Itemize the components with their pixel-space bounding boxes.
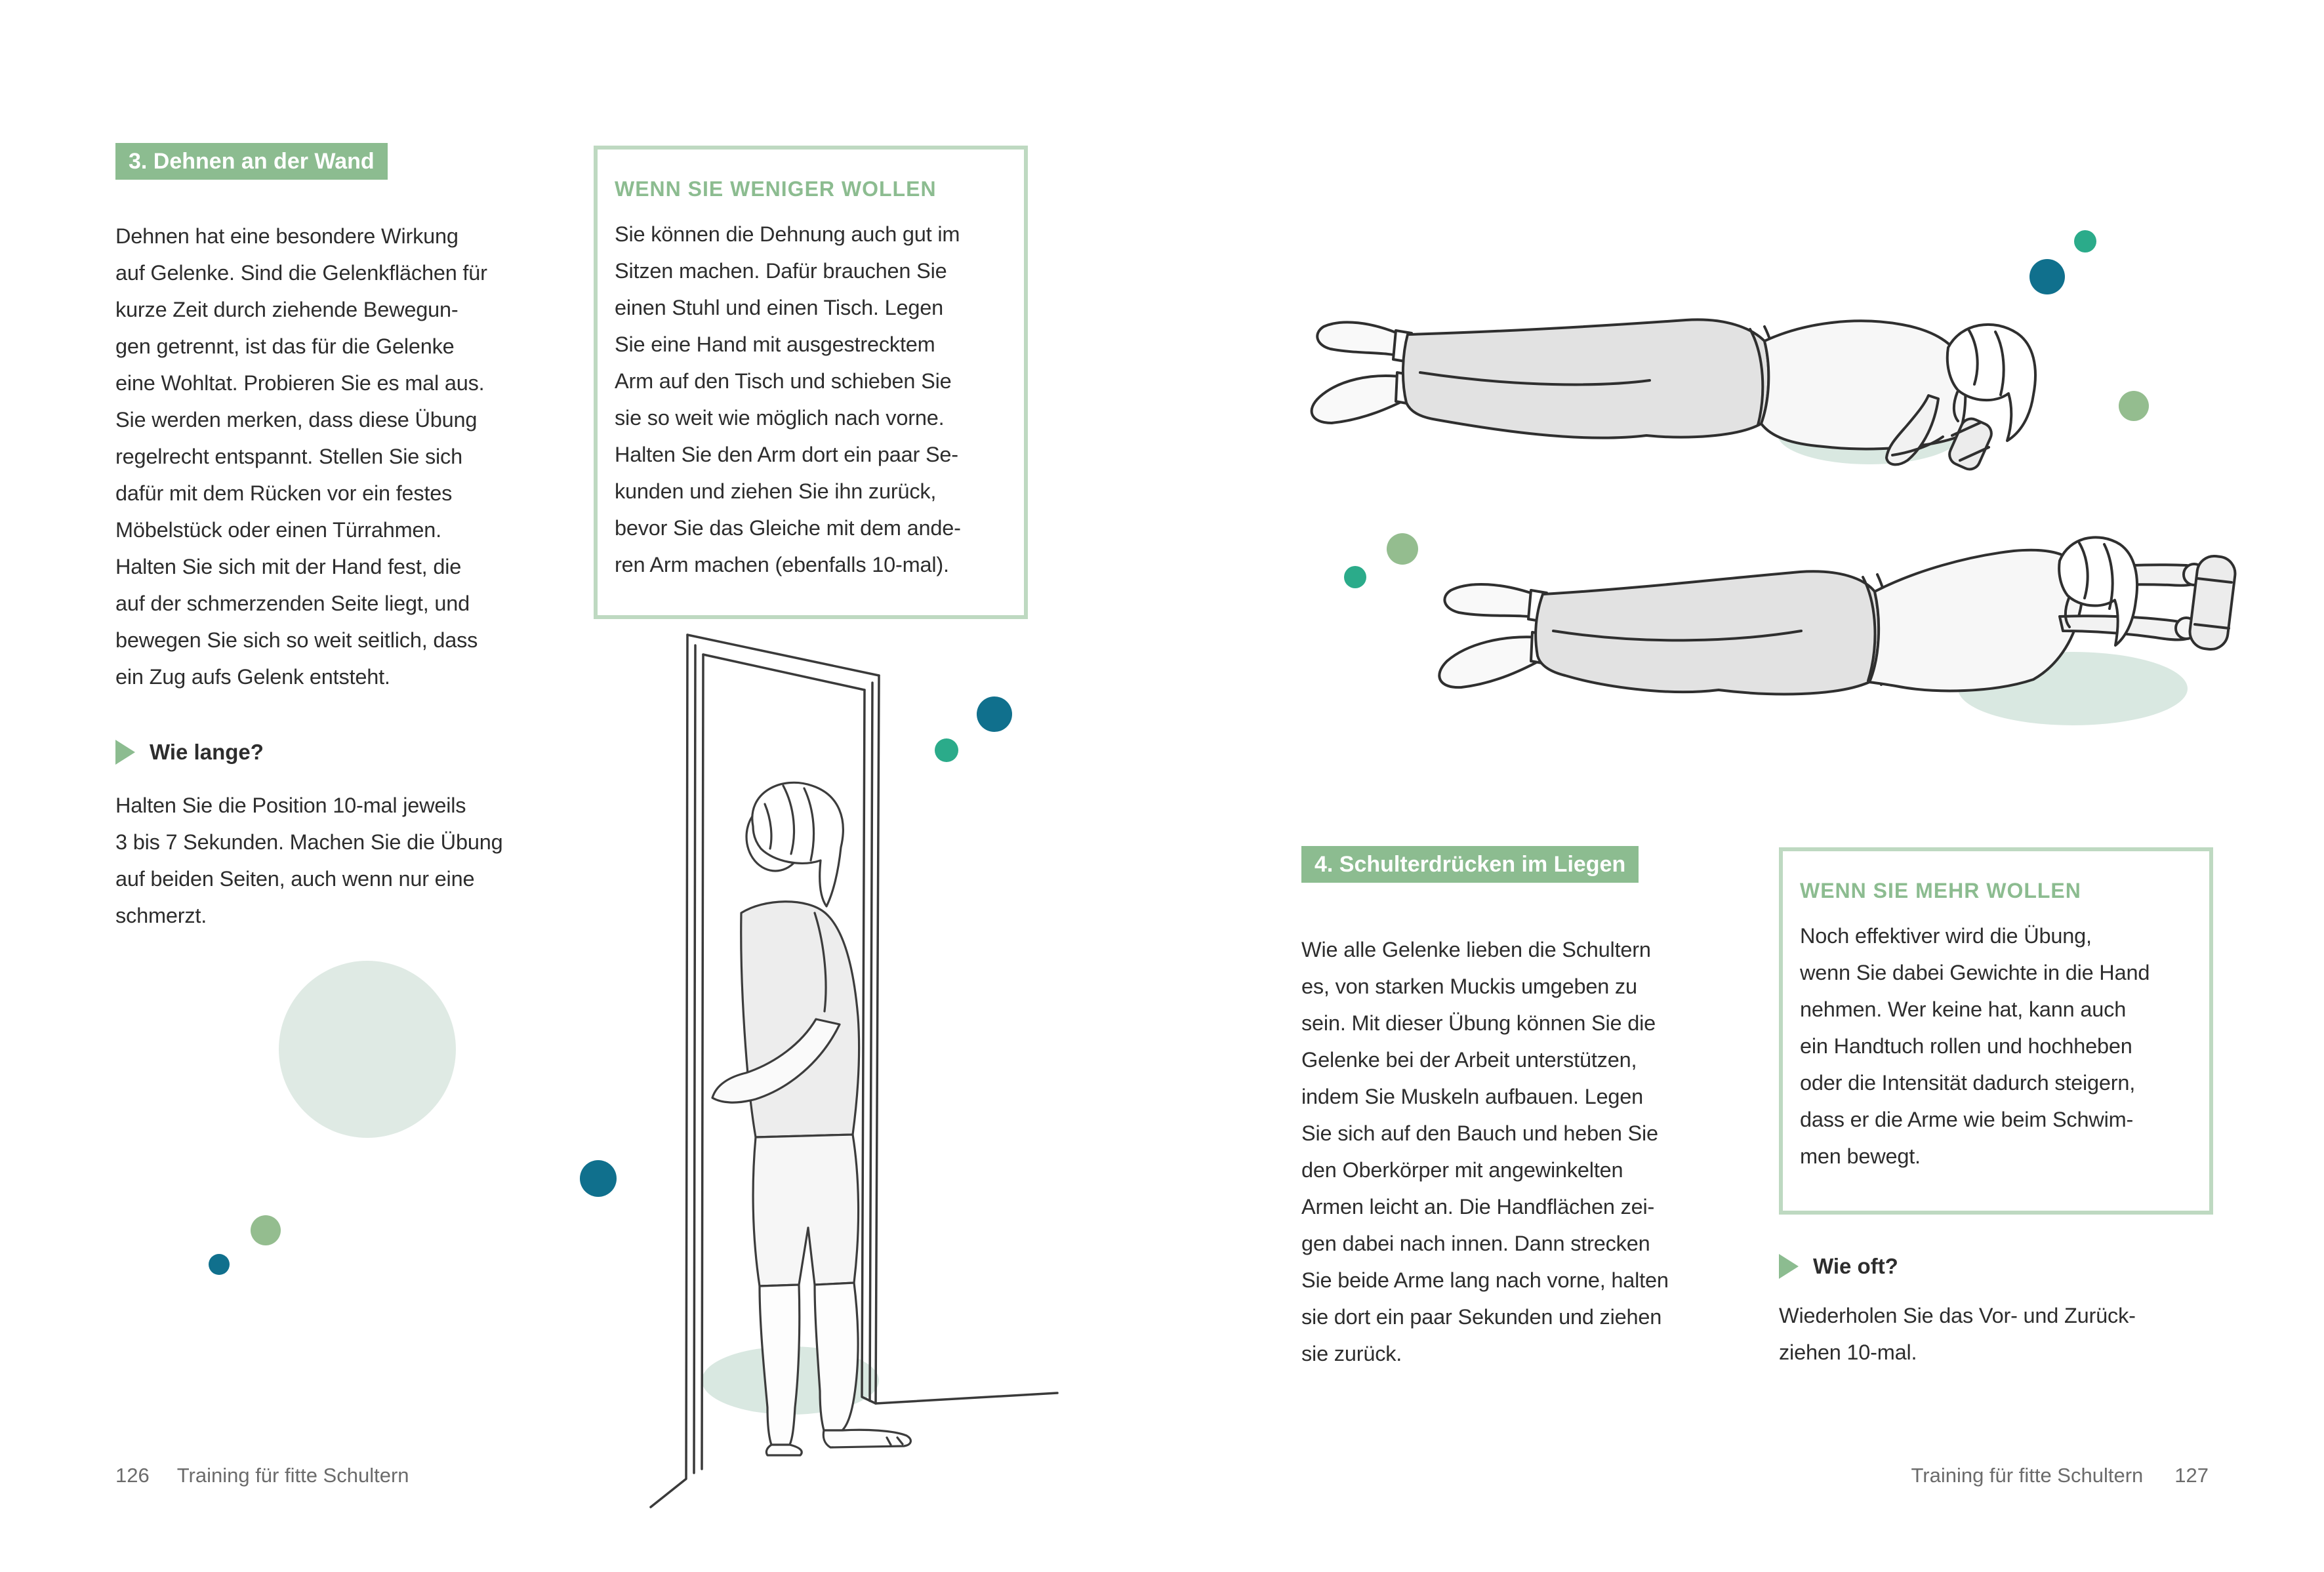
how-long-text: Halten Sie die Position 10-mal jeweils 3…: [115, 794, 503, 927]
exercise-3-intro-text: Dehnen hat eine besondere Wirkung auf Ge…: [115, 224, 487, 689]
decor-circle-mint-large: [279, 961, 456, 1138]
page-number: 127: [2174, 1464, 2209, 1487]
less-intensity-infobox-title: WENN SIE WENIGER WOLLEN: [615, 177, 937, 201]
prone-press-arms-extended-illustration: [1404, 525, 2237, 725]
decor-dot-emerald-door: [935, 738, 958, 762]
exercise-3-badge: 3. Dehnen an der Wand: [115, 143, 388, 180]
door-stretch-illustration: [643, 616, 1063, 1508]
decor-dot-emerald-top: [2074, 230, 2096, 252]
decor-dot-sage: [251, 1215, 281, 1245]
decor-dot-teal-top: [2029, 259, 2065, 294]
triangle-bullet-icon: [1779, 1254, 1799, 1279]
how-long-heading: Wie lange?: [115, 740, 264, 765]
decor-dot-sage-mid: [1387, 533, 1418, 565]
exercise-4-badge: 4. Schulterdrücken im Liegen: [1301, 846, 1639, 883]
page-footer-left: 126 Training für fitte Schultern: [115, 1464, 409, 1487]
decor-dot-teal-door: [977, 696, 1012, 732]
exercise-4-body-text: Wie alle Gelenke lieben die Schultern es…: [1301, 938, 1669, 1365]
more-intensity-infobox-title: WENN SIE MEHR WOLLEN: [1800, 879, 2081, 902]
decor-dot-teal: [580, 1160, 617, 1197]
page-number: 126: [115, 1464, 150, 1487]
more-intensity-infobox: WENN SIE MEHR WOLLEN Noch effektiver wir…: [1779, 847, 2213, 1215]
chapter-title: Training für fitte Schultern: [1911, 1464, 2144, 1487]
how-long-heading-label: Wie lange?: [150, 740, 264, 764]
decor-dot-emerald-mid: [1344, 566, 1366, 588]
less-intensity-infobox: WENN SIE WENIGER WOLLEN Sie können die D…: [594, 146, 1028, 619]
decor-dot-sage-right: [2119, 391, 2149, 421]
how-often-text: Wiederholen Sie das Vor- und Zurück- zie…: [1779, 1304, 2136, 1364]
decor-dot-teal-small: [209, 1254, 230, 1275]
less-intensity-infobox-text: Sie können die Dehnung auch gut im Sitze…: [615, 222, 961, 576]
page-footer-right: Training für fitte Schultern 127: [1911, 1464, 2209, 1487]
how-often-heading-label: Wie oft?: [1813, 1254, 1898, 1278]
more-intensity-infobox-text: Noch effektiver wird die Übung, wenn Sie…: [1800, 924, 2150, 1168]
triangle-bullet-icon: [115, 740, 135, 765]
prone-press-arms-bent-illustration: [1279, 289, 2040, 479]
chapter-title: Training für fitte Schultern: [176, 1464, 409, 1487]
how-often-heading: Wie oft?: [1779, 1254, 1898, 1279]
